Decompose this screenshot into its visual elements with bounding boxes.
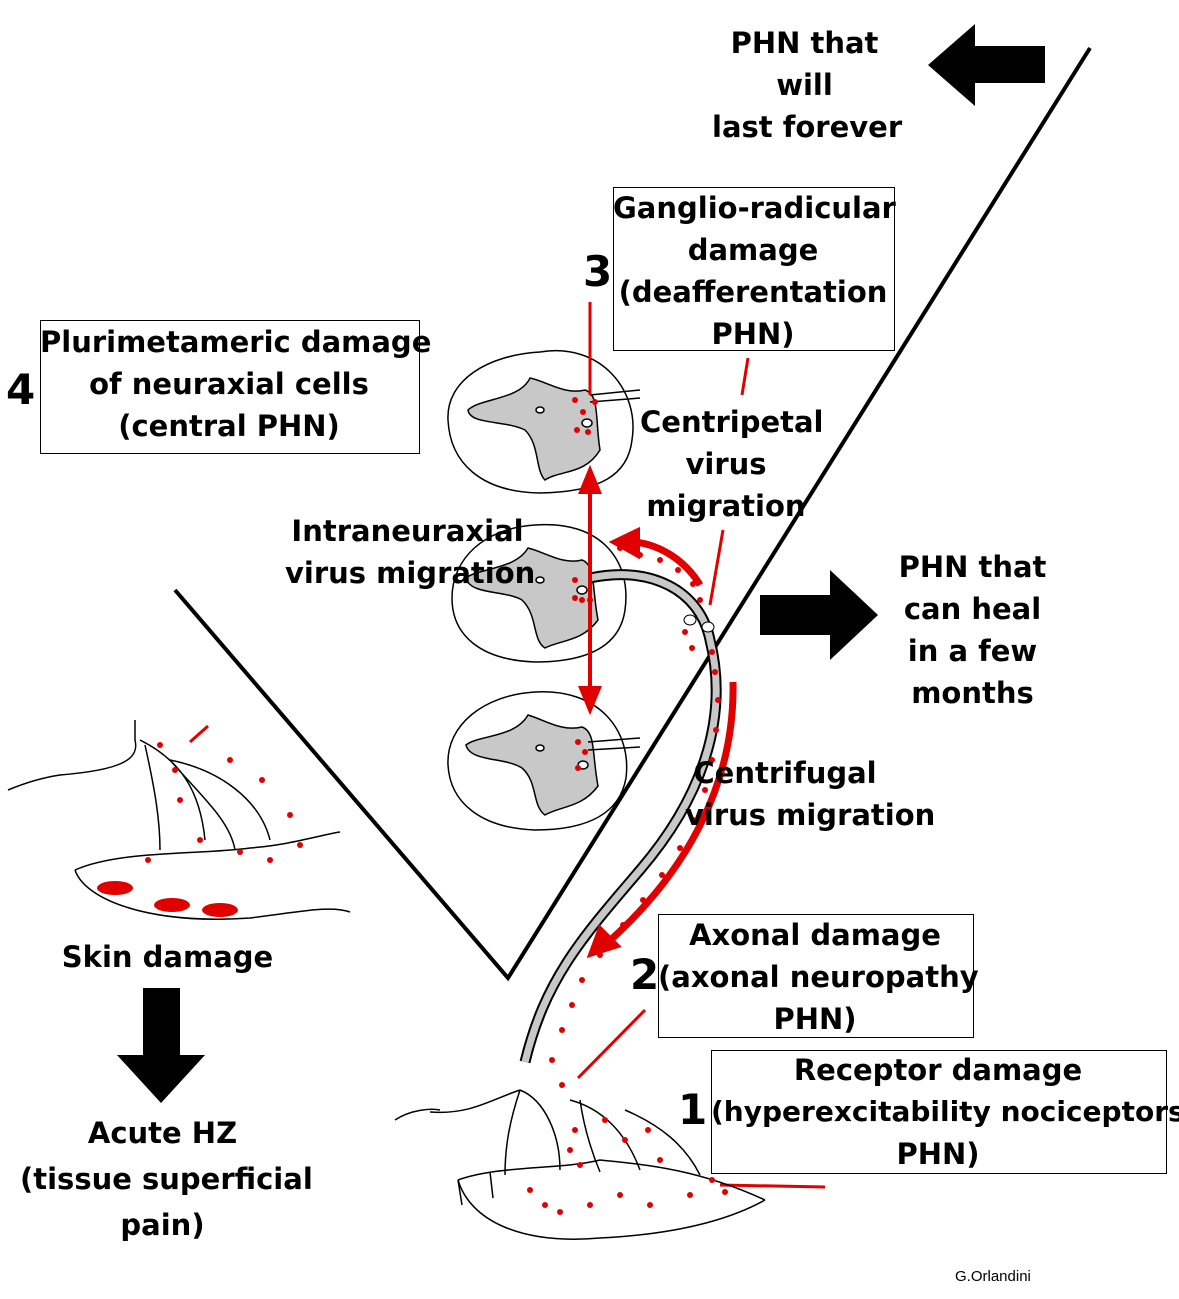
spinal-cord-middle	[451, 523, 627, 663]
label-acute-hz: Acute HZ (tissue superficial pain)	[20, 1110, 313, 1248]
text-line: Acute HZ	[87, 1116, 238, 1150]
text-line: months	[911, 676, 1034, 710]
text-line: can heal	[903, 592, 1042, 626]
text-line: (tissue superficial	[20, 1162, 313, 1196]
text-line: PHN that	[730, 26, 879, 60]
text-line: (hyperexcitability nociceptors	[711, 1095, 1179, 1128]
arrow-right-icon	[760, 570, 878, 660]
stage-number-1: 1	[678, 1085, 708, 1134]
box-stage-3	[613, 187, 895, 351]
text-line: Centrifugal	[693, 756, 877, 790]
text-line: virus migration	[285, 556, 536, 590]
text-line: migration	[646, 489, 806, 523]
label-stage-1: Receptor damage (hyperexcitability nocic…	[711, 1049, 1179, 1175]
text-line: PHN)	[896, 1137, 980, 1171]
text-line: Receptor damage	[793, 1053, 1083, 1087]
ganglion-cell	[683, 614, 697, 626]
text-line: (deafferentation	[618, 275, 888, 309]
divider-v-line	[173, 46, 1092, 982]
text-line: last forever	[712, 110, 903, 144]
text-line: damage	[687, 233, 819, 267]
box-stage-1	[711, 1050, 1167, 1174]
box-stage-4	[40, 320, 420, 454]
text-line: of neuraxial cells	[89, 367, 369, 401]
text-line: Ganglio-radicular	[613, 191, 896, 225]
nerve-fiber-core	[521, 571, 720, 1063]
pointer-lines	[189, 302, 826, 1189]
label-centrifugal: Centrifugal virus migration	[685, 752, 936, 836]
arrow-left-icon	[928, 24, 1045, 106]
text-line: pain)	[120, 1208, 205, 1242]
author-signature: G.Orlandini	[955, 1268, 1031, 1285]
label-phn-heal: PHN that can heal in a few months	[880, 546, 1065, 714]
arrow-down-icon	[117, 988, 205, 1103]
virus-dots	[549, 397, 721, 1088]
skin-dots-right	[527, 1117, 728, 1215]
stage-number-3: 3	[583, 247, 613, 296]
text-line: Axonal damage	[689, 918, 941, 952]
text-line: (central PHN)	[118, 409, 340, 443]
text-line: will	[776, 68, 833, 102]
stage-number-4: 4	[6, 365, 36, 414]
label-centripetal: Centripetal virus migration	[640, 401, 824, 527]
text-line: Intraneuraxial	[291, 514, 524, 548]
text-line: virus	[685, 447, 767, 481]
skin-tissue-left	[7, 720, 351, 920]
text-line: (axonal neuropathy	[658, 960, 979, 994]
label-stage-2: Axonal damage (axonal neuropathy PHN)	[658, 914, 979, 1040]
text-line: PHN)	[773, 1002, 857, 1036]
spinal-cord-lower	[447, 691, 641, 831]
text-line: PHN that	[898, 550, 1047, 584]
box-stage-2	[658, 914, 974, 1038]
text-line: Centripetal	[640, 405, 824, 439]
label-phn-forever: PHN that will last forever	[712, 22, 903, 148]
red-arrows	[578, 464, 737, 959]
text-line: Plurimetameric damage	[40, 325, 432, 359]
spinal-cord-upper	[447, 349, 641, 494]
text-line: in a few	[907, 634, 1038, 668]
label-intraneuraxial: Intraneuraxial virus migration	[285, 510, 536, 594]
ganglion-cell	[701, 621, 715, 633]
label-skin-damage: Skin damage	[61, 940, 274, 974]
text-line: PHN)	[711, 317, 795, 351]
label-stage-3: Ganglio-radicular damage (deafferentatio…	[613, 187, 896, 355]
stage-number-2: 2	[630, 950, 660, 999]
label-stage-4: Plurimetameric damage of neuraxial cells…	[40, 321, 432, 447]
skin-lesions	[97, 742, 303, 917]
text-line: virus migration	[685, 798, 936, 832]
